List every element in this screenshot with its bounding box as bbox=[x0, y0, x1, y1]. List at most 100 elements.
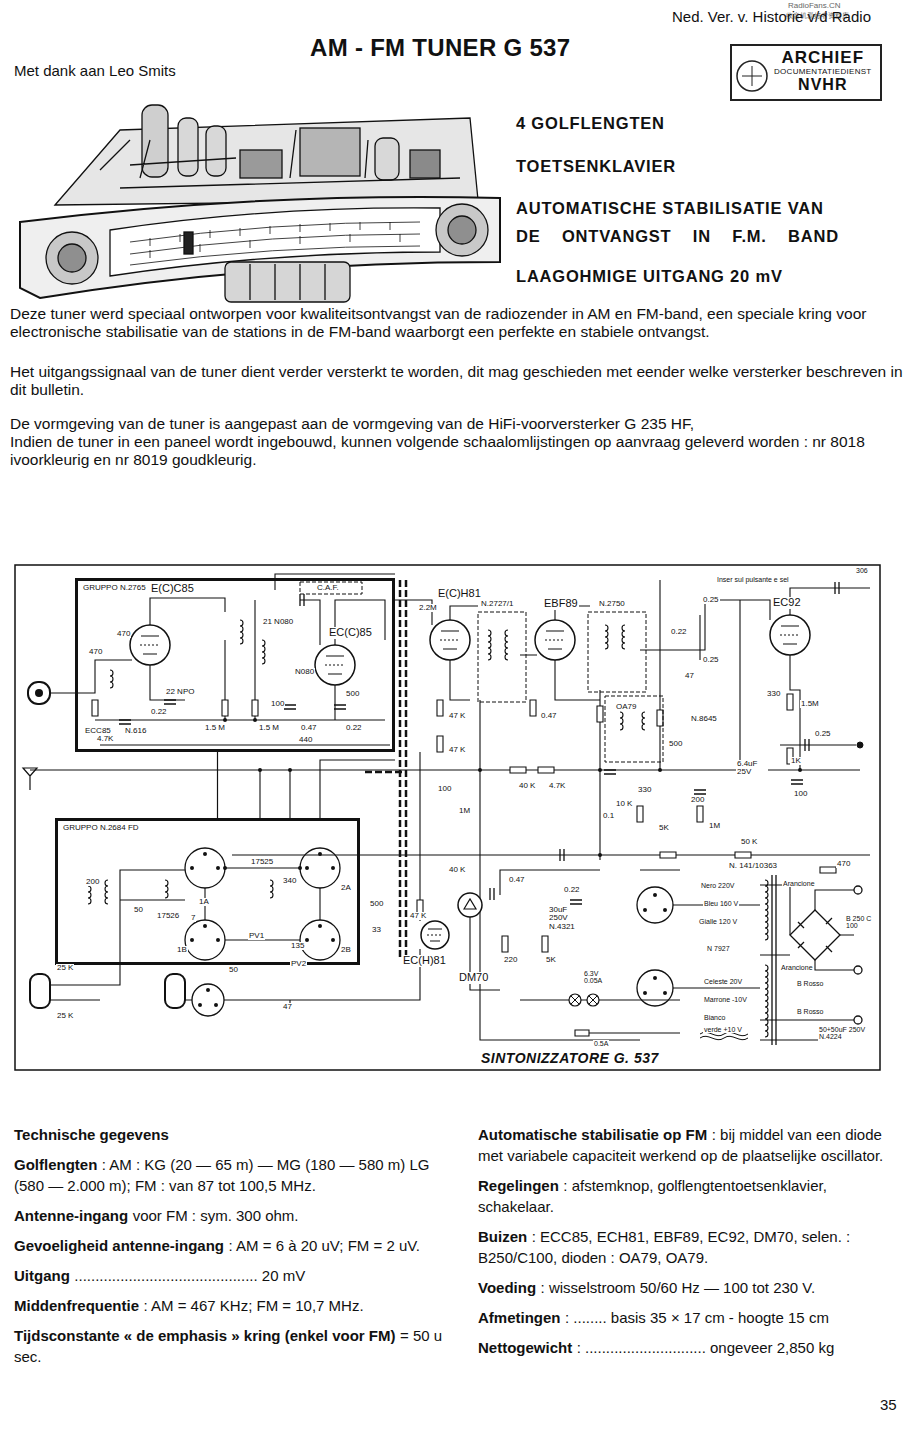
component-label: 47 K bbox=[448, 712, 466, 720]
dial-ticks bbox=[150, 222, 400, 258]
component-label: 135 bbox=[290, 942, 305, 950]
component-label: 25 K bbox=[56, 964, 74, 972]
archive-stamp: ARCHIEFDOCUMENTATIEDIENSTNVHR bbox=[730, 44, 882, 101]
transformer-core bbox=[772, 875, 776, 1045]
stamp-logo bbox=[737, 61, 767, 91]
component-label: B Rosso bbox=[796, 980, 824, 987]
component-label: N. 141/10363 bbox=[728, 862, 778, 870]
component-label: E(C)C85 bbox=[150, 583, 195, 595]
coil-symbols bbox=[88, 620, 768, 1037]
switch-contacts bbox=[190, 852, 667, 1007]
wires bbox=[30, 574, 870, 1040]
component-label: 33 bbox=[371, 926, 382, 934]
component-label: 1B bbox=[176, 946, 188, 954]
component-label: 25 K bbox=[56, 1012, 74, 1020]
spec-item: Middenfrequentie: AM = 467 KHz; FM = 10,… bbox=[14, 1295, 454, 1316]
component-label: 30uF 250V N.4321 bbox=[548, 906, 586, 931]
tube bbox=[206, 126, 226, 176]
component-label: verde +10 V bbox=[703, 1026, 743, 1033]
wire-connector bbox=[217, 752, 218, 818]
component-label: 2B bbox=[340, 946, 352, 954]
component-label: Celeste 20V bbox=[703, 978, 743, 985]
component-label: OA79 bbox=[615, 703, 637, 711]
tube-grids bbox=[140, 635, 800, 935]
component-label: 40 K bbox=[448, 866, 466, 874]
component-label: 200 bbox=[85, 878, 100, 886]
component-label: PV1 bbox=[248, 932, 265, 940]
chassis-top bbox=[55, 118, 478, 205]
data-column: Automatische stabilisatie op FM: bij mid… bbox=[478, 1124, 898, 1367]
component-label: 0.1 bbox=[602, 812, 615, 820]
component-label: 2.2M bbox=[418, 604, 438, 612]
spec-key: Regelingen bbox=[478, 1177, 559, 1194]
header-note: Met dank aan Leo Smits bbox=[14, 62, 176, 79]
component-label: PV2 bbox=[290, 960, 307, 968]
component-label: DM70 bbox=[458, 972, 489, 984]
component-label: 0.47 bbox=[300, 724, 318, 732]
component-label: 470 bbox=[836, 860, 851, 868]
spec-item: Tijdsconstante « de emphasis » kring (en… bbox=[14, 1325, 454, 1367]
terminal bbox=[854, 966, 862, 974]
node-text: GRUPPO N.2765 bbox=[82, 583, 147, 592]
component-label: Arancione bbox=[780, 964, 814, 971]
component-label: 330 bbox=[637, 786, 652, 794]
component-label: 470 bbox=[116, 630, 131, 638]
component-label: 306 bbox=[855, 567, 869, 574]
junction-dots bbox=[223, 718, 802, 870]
voltage-selector bbox=[637, 970, 673, 1006]
spec-item: Technische gegevens bbox=[14, 1124, 454, 1145]
component-label: 50 bbox=[133, 906, 144, 914]
spec-item: Automatische stabilisatie op FM: bij mid… bbox=[478, 1124, 898, 1166]
component-label: 0.22 bbox=[345, 724, 363, 732]
component-label: Nero 220V bbox=[700, 882, 735, 889]
voltage-selector bbox=[637, 887, 673, 923]
component-label: Bianco bbox=[703, 1014, 726, 1021]
page-number: 35 bbox=[880, 1396, 897, 1413]
spec-key: Afmetingen bbox=[478, 1309, 561, 1326]
component-label: 1M bbox=[458, 807, 471, 815]
bridge-rectifier bbox=[790, 910, 840, 960]
terminal bbox=[854, 886, 862, 894]
ground-socket bbox=[165, 974, 185, 1008]
component-label: 7 bbox=[190, 914, 196, 922]
spec-key: Voeding bbox=[478, 1279, 536, 1296]
component-label: EC(H)81 bbox=[402, 955, 447, 967]
stamp-logo-detail bbox=[742, 66, 762, 86]
component-label: 2A bbox=[340, 884, 352, 892]
knob bbox=[46, 232, 98, 284]
spec-key: Uitgang bbox=[14, 1267, 70, 1284]
spec-item: Regelingen: afstemknop, golflengtentoets… bbox=[478, 1175, 898, 1217]
spec-value: : AM = 467 KHz; FM = 10,7 MHz. bbox=[144, 1297, 364, 1314]
data-column: Technische gegevensGolflengten: AM : KG … bbox=[14, 1124, 454, 1376]
component-label: 47 K bbox=[448, 746, 466, 754]
component-label: 0.25 bbox=[702, 656, 720, 664]
spec-item: Afmetingen: ........ basis 35 × 17 cm - … bbox=[478, 1307, 898, 1328]
component-label: 100 bbox=[270, 700, 285, 708]
socket-pin bbox=[35, 689, 43, 697]
component-label: 1.5 M bbox=[204, 724, 226, 732]
tube bbox=[142, 105, 168, 177]
component-label: 5K bbox=[658, 824, 670, 832]
tube-electrodes bbox=[141, 626, 799, 941]
tube bbox=[375, 138, 399, 180]
component-label: 1.5M bbox=[800, 700, 820, 708]
spec-key: Nettogewicht bbox=[478, 1339, 572, 1356]
component-label: 47 bbox=[282, 1003, 293, 1011]
switch-coil-group: GRUPPO N.2684 FD bbox=[55, 818, 360, 965]
feature-line: DE ONTVANGST IN F.M. BAND bbox=[516, 227, 839, 246]
component-label: 50+50uF 250V N.4224 bbox=[818, 1026, 870, 1041]
spec-value: voor FM : sym. 300 ohm. bbox=[133, 1207, 299, 1224]
component-label: 500 bbox=[345, 690, 360, 698]
schematic-caption: SINTONIZZATORE G. 537 bbox=[478, 1050, 662, 1066]
component-label: N.2727/1 bbox=[480, 600, 514, 608]
component-label: B Rosso bbox=[796, 1008, 824, 1015]
spec-key: Automatische stabilisatie op FM bbox=[478, 1126, 707, 1143]
page-title: AM - FM TUNER G 537 bbox=[310, 34, 570, 62]
schematic-frame bbox=[15, 565, 880, 1070]
component-label: 10 K bbox=[615, 800, 633, 808]
component-label: 1.5 M bbox=[258, 724, 280, 732]
resistor-symbols bbox=[92, 694, 836, 1036]
spec-value: ........................................… bbox=[74, 1267, 305, 1284]
component-label: 50 bbox=[228, 966, 239, 974]
